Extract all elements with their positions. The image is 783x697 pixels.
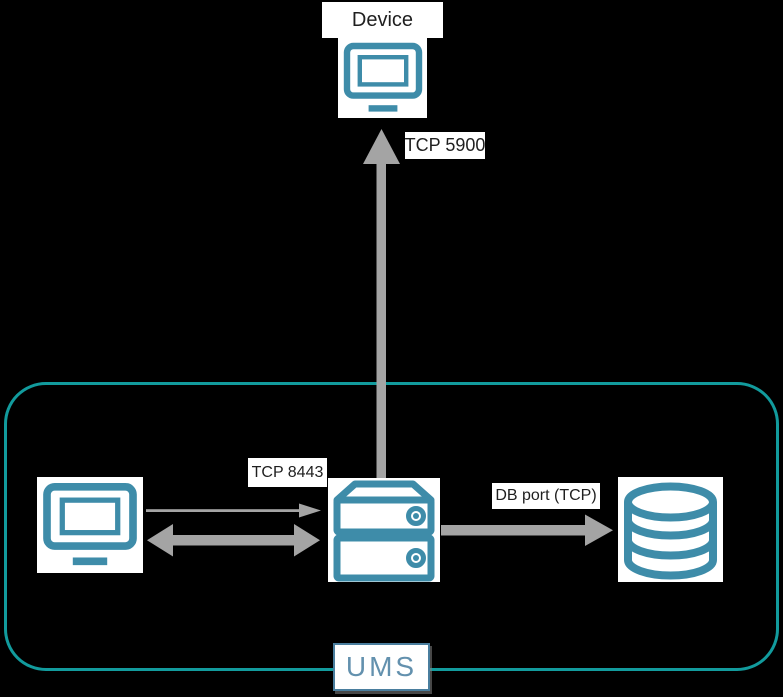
database-node xyxy=(618,477,723,582)
server-icon xyxy=(333,480,435,582)
server-node xyxy=(328,478,440,582)
monitor-icon xyxy=(343,42,422,112)
device-node-label: Device xyxy=(322,2,443,38)
monitor-icon xyxy=(43,482,137,566)
device-node xyxy=(338,38,427,118)
database-icon xyxy=(624,482,717,580)
tcp-8443-label: TCP 8443 xyxy=(248,458,327,487)
ums-badge-label: UMS xyxy=(345,651,418,682)
tcp-5900-label: TCP 5900 xyxy=(405,132,485,159)
ums-badge: UMS xyxy=(333,643,430,691)
console-node xyxy=(37,477,143,573)
db-port-label: DB port (TCP) xyxy=(492,483,600,509)
